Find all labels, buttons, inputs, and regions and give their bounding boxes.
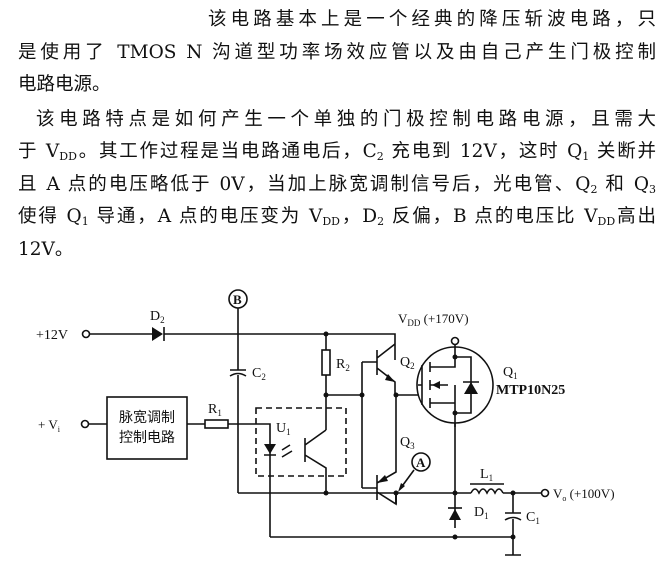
text-line: 是使用了 TMOS N 沟道型功率场效应管以及由自己产生门极控制 (18, 37, 656, 70)
text-segment: 充电到 12V，这时 Q (383, 141, 583, 162)
label-vi: + Vi (38, 417, 61, 434)
optocoupler-u1 (264, 429, 327, 537)
text-segment: 高出 (615, 206, 656, 227)
wire-base-drive (326, 361, 377, 489)
text-segment: 且 A 点的电压略低于 0V，当加上脉宽调制信号后，光电管、Q (18, 173, 591, 195)
resistor-r1 (204, 419, 229, 429)
diode-d2 (152, 327, 165, 341)
text-segment: ，D (339, 206, 378, 227)
subscript: 2 (376, 150, 384, 163)
terminal-vdd (450, 336, 460, 346)
label-c1: C1 (526, 510, 540, 526)
label-q1-part: MTP10N25 (496, 383, 565, 398)
text-segment: 关断并 (589, 141, 656, 162)
wire-r1 (187, 423, 271, 452)
label-r1: R1 (208, 402, 222, 418)
terminal-12v (81, 329, 91, 339)
subscript: DD (322, 215, 340, 228)
wire-12v-rail (90, 333, 396, 360)
subscript: DD (59, 150, 77, 163)
terminal-vi (80, 419, 90, 429)
label-d2: D2 (150, 309, 165, 325)
diode-d1 (448, 507, 462, 520)
pwm-control-circuit-box (106, 396, 188, 460)
label-a: A (416, 455, 426, 470)
text-line: 12V。 (18, 234, 656, 267)
label-q2: Q2 (400, 355, 415, 371)
label-plus12v: +12V (36, 328, 68, 343)
text-line: 于 VDD。其工作过程是当电路通电后，C2 充电到 12V，这时 Q1 关断并 (18, 136, 656, 169)
text-segment: 该电路特点是如何产生一个单独的门极控制电路电源，且需大 (36, 108, 656, 130)
label-c2: C2 (252, 366, 266, 382)
pwm-label-2: 控制电路 (119, 430, 175, 446)
node-a-marker (411, 452, 431, 472)
text-segment: 电路电源。 (18, 74, 111, 95)
label-d1: D1 (474, 505, 489, 521)
label-vdd: VDD (+170V) (398, 311, 469, 328)
terminal-vo (540, 488, 550, 498)
label-q3: Q3 (400, 435, 415, 451)
text-segment: 12V。 (18, 238, 74, 260)
label-q1: Q1 (503, 365, 518, 381)
transistor-q2 (376, 343, 396, 395)
text-segment: 反偏，B 点的电压比 V (384, 206, 598, 227)
transistor-q3 (376, 395, 397, 506)
body-text: 该电路基本上是一个经典的降压斩波电路，只是使用了 TMOS N 沟道型功率场效应… (18, 4, 656, 266)
optocoupler-u1-box (255, 407, 347, 477)
text-segment: 导通，A 点的电压变为 V (88, 206, 323, 227)
text-segment: 该电路基本上是一个经典的降压斩波电路，只 (208, 9, 656, 30)
text-line: 电路电源。 (18, 69, 656, 102)
subscript: DD (597, 215, 616, 228)
label-b: B (233, 292, 242, 307)
resistor-r2 (321, 349, 331, 376)
subscript: 3 (649, 182, 656, 196)
text-line: 且 A 点的电压略低于 0V，当加上脉宽调制信号后，光电管、Q2 和 Q3 (18, 169, 656, 202)
pwm-label-1: 脉宽调制 (119, 409, 175, 426)
circuit-diagram: +12V D2 B C2 R2 Q2 Q3 VDD (+ (36, 289, 615, 556)
label-vo: Vo (+100V) (553, 486, 615, 503)
subscript: 2 (377, 215, 385, 228)
text-line: 该电路基本上是一个经典的降压斩波电路，只 (18, 4, 656, 37)
text-segment: 。其工作过程是当电路通电后，C (76, 141, 377, 162)
capacitor-c1 (504, 493, 522, 556)
text-line: 使得 Q1 导通，A 点的电压变为 VDD，D2 反偏，B 点的电压比 VDD高… (18, 201, 656, 234)
text-segment: 和 Q (597, 173, 649, 195)
mosfet-q1 (418, 347, 479, 427)
capacitor-c2 (229, 334, 247, 493)
subscript: 1 (81, 215, 89, 228)
subscript: 2 (590, 182, 598, 196)
label-r2: R2 (336, 357, 350, 373)
text-line: 该电路特点是如何产生一个单独的门极控制电路电源，且需大 (18, 104, 656, 137)
label-l1: L1 (480, 467, 493, 483)
text-segment: 是使用了 TMOS N 沟道型功率场效应管以及由自己产生门极控制 (18, 41, 656, 63)
text-segment: 于 V (18, 141, 60, 162)
subscript: 1 (582, 150, 590, 163)
inductor-l1 (455, 488, 541, 495)
text-segment: 使得 Q (18, 206, 82, 227)
label-u1: U1 (276, 421, 291, 437)
